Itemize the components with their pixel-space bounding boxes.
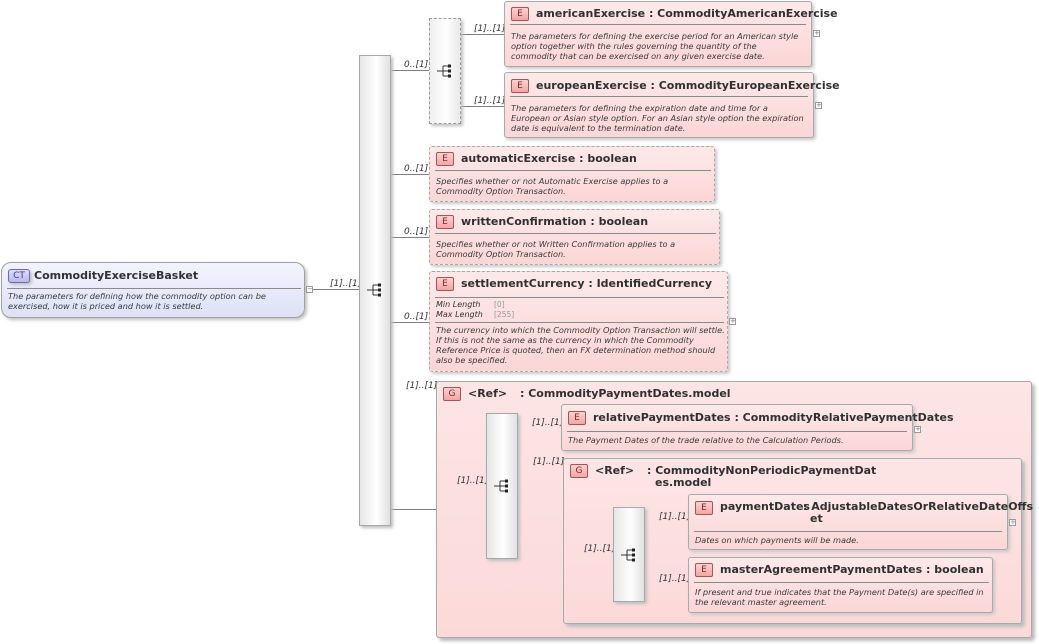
multiplicity-label: [1]..[1]	[532, 418, 564, 428]
group-ref-label: <Ref>	[468, 387, 508, 400]
sequence-compositor-icon	[494, 479, 508, 493]
element-written-confirmation[interactable]: E writtenConfirmation : boolean Specifie…	[429, 209, 720, 265]
choice-compositor-icon	[437, 64, 451, 78]
plus-expand-icon[interactable]: +	[813, 29, 820, 37]
divider	[694, 531, 1002, 532]
facet-label: Min Length	[436, 300, 481, 309]
element-name: europeanExercise : CommodityEuropeanExer…	[536, 79, 840, 92]
group-icon: G	[570, 464, 588, 478]
multiplicity-label: 0..[1]	[404, 164, 429, 174]
multiplicity-label: 0..[1]	[404, 60, 429, 70]
complex-type-description: The parameters for defining how the comm…	[8, 291, 266, 311]
group-name-line1: : CommodityNonPeriodicPaymentDat	[647, 464, 877, 477]
divider	[435, 297, 724, 298]
element-icon: E	[511, 79, 529, 93]
element-description: The parameters for defining the exercise…	[511, 31, 799, 61]
connector	[389, 174, 429, 175]
element-description: If present and true indicates that the P…	[695, 587, 984, 607]
plus-expand-icon[interactable]: +	[914, 425, 921, 433]
connector	[389, 237, 429, 238]
element-icon: E	[436, 277, 454, 291]
connector	[389, 70, 429, 71]
choice-compositor[interactable]	[429, 18, 461, 124]
element-description: The parameters for defining the expirati…	[511, 103, 804, 133]
multiplicity-label: [1]..[1]	[474, 24, 506, 34]
facet-label: Max Length	[436, 310, 483, 319]
element-icon: E	[436, 215, 454, 229]
connector	[459, 106, 504, 107]
element-settlement-currency[interactable]: E settlementCurrency : IdentifiedCurrenc…	[429, 271, 728, 372]
divider	[435, 233, 716, 234]
element-description: The Payment Dates of the trade relative …	[568, 435, 844, 445]
element-icon: E	[511, 7, 529, 21]
multiplicity-label: [1]..[1]	[406, 381, 438, 391]
element-name: writtenConfirmation : boolean	[461, 215, 649, 228]
main-sequence-compositor[interactable]	[359, 55, 391, 526]
element-payment-dates[interactable]: E paymentDates : AdjustableDatesOrRelati…	[688, 494, 1033, 550]
complex-type-commodity-exercise-basket[interactable]: CT CommodityExerciseBasket The parameter…	[1, 262, 305, 318]
group-icon: G	[443, 387, 461, 401]
minus-collapse-icon[interactable]: −	[306, 285, 313, 293]
plus-expand-icon[interactable]: +	[815, 101, 822, 109]
facet-value: [255]	[494, 310, 515, 319]
multiplicity-label: [1]..[1]	[659, 574, 691, 584]
element-icon: E	[695, 501, 713, 515]
element-icon: E	[436, 152, 454, 166]
multiplicity-label: [1]..[1]	[330, 279, 362, 289]
element-icon: E	[568, 411, 586, 425]
multiplicity-label: [1]..[1]	[474, 96, 506, 106]
connector	[305, 289, 359, 290]
complex-type-icon: CT	[8, 269, 30, 283]
divider	[435, 322, 724, 323]
element-icon: E	[695, 563, 713, 577]
connector	[459, 34, 504, 35]
element-name: settlementCurrency : IdentifiedCurrency	[461, 277, 713, 290]
element-name: masterAgreementPaymentDates : boolean	[720, 563, 984, 576]
divider	[510, 24, 806, 25]
connector	[389, 322, 429, 323]
group-name: : CommodityPaymentDates.model	[520, 387, 731, 400]
element-relative-payment-dates[interactable]: E relativePaymentDates : CommodityRelati…	[561, 404, 954, 451]
element-name: relativePaymentDates : CommodityRelative…	[593, 411, 954, 424]
multiplicity-label: 0..[1]	[404, 312, 429, 322]
multiplicity-label: 0..[1]	[404, 227, 429, 237]
inner-sequence-compositor[interactable]	[613, 507, 645, 602]
divider	[7, 288, 301, 289]
element-name: paymentDates	[720, 500, 810, 513]
divider	[694, 582, 989, 583]
multiplicity-label: [1]..[1]	[533, 457, 565, 467]
element-type-line2: et	[810, 512, 823, 525]
plus-expand-icon[interactable]: +	[729, 317, 736, 325]
complex-type-name: CommodityExerciseBasket	[34, 269, 199, 282]
element-automatic-exercise[interactable]: E automaticExercise : boolean Specifies …	[429, 146, 715, 202]
element-name: automaticExercise : boolean	[461, 152, 637, 165]
multiplicity-label: [1]..[1]	[457, 476, 489, 486]
element-description: Dates on which payments will be made.	[695, 535, 859, 545]
element-description: The currency into which the Commodity Op…	[436, 325, 725, 365]
element-master-agreement-payment-dates[interactable]: E masterAgreementPaymentDates : boolean …	[688, 557, 993, 613]
element-description: Specifies whether or not Automatic Exerc…	[436, 176, 669, 196]
plus-expand-icon[interactable]: +	[1009, 518, 1016, 526]
divider	[510, 96, 808, 97]
element-european-exercise[interactable]: E europeanExercise : CommodityEuropeanEx…	[504, 72, 840, 138]
sequence-compositor-icon	[367, 283, 381, 297]
inner-sequence-compositor[interactable]	[486, 413, 518, 559]
divider	[435, 170, 711, 171]
divider	[567, 431, 907, 432]
group-ref-label: <Ref>	[595, 464, 635, 477]
multiplicity-label: [1]..[1]	[584, 544, 616, 554]
element-american-exercise[interactable]: E americanExercise : CommodityAmericanEx…	[504, 1, 838, 67]
sequence-compositor-icon	[621, 548, 635, 562]
element-description: Specifies whether or not Written Confirm…	[436, 239, 676, 259]
element-type-line1: : AdjustableDatesOrRelativeDateOffs	[803, 500, 1034, 513]
facet-value: [0]	[494, 300, 505, 309]
connector	[389, 509, 436, 510]
element-name: americanExercise : CommodityAmericanExer…	[536, 7, 838, 20]
group-name-line2: es.model	[655, 476, 712, 489]
multiplicity-label: [1]..[1]	[659, 512, 691, 522]
